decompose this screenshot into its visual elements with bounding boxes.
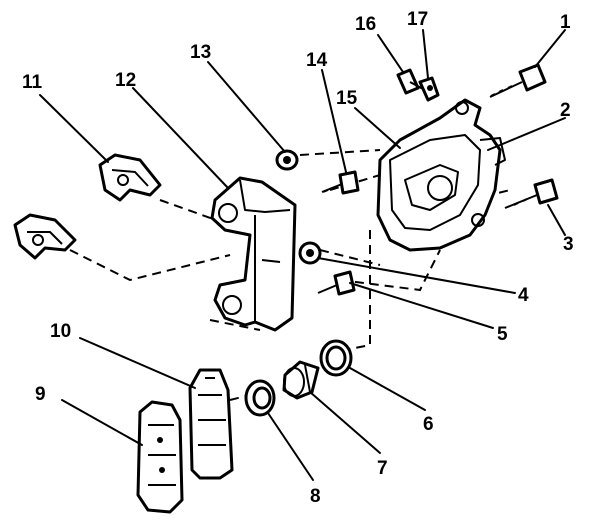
callout-14: 14 (306, 50, 328, 71)
callout-8: 8 (310, 486, 321, 507)
callout-7: 7 (377, 458, 388, 479)
bleeder-cap-17 (418, 76, 440, 102)
callout-4: 4 (518, 285, 529, 306)
inboard-brake-pad-10 (188, 368, 234, 480)
callout-12: 12 (115, 70, 136, 91)
outboard-brake-pad-9 (136, 400, 184, 514)
callout-9: 9 (35, 384, 46, 405)
callout-2: 2 (560, 100, 571, 121)
piston-seal-6 (319, 339, 353, 377)
caliper-bolt-1 (489, 63, 547, 98)
caliper-housing (376, 98, 506, 252)
caliper-bracket (210, 176, 297, 332)
leader-lines (39, 29, 566, 481)
callout-6: 6 (423, 414, 434, 435)
piston-boot-8 (244, 379, 276, 417)
caliper-piston-7 (282, 360, 320, 400)
callout-labels: 1 2 3 4 5 6 7 8 9 10 11 12 13 14 15 16 1… (22, 9, 574, 507)
callout-10: 10 (50, 321, 71, 342)
bracket-washer-13 (275, 149, 299, 171)
bracket-bolt-5 (317, 270, 356, 296)
lower-pad-spring-clip (13, 213, 77, 260)
bracket-bolt-14 (321, 170, 360, 195)
callout-1: 1 (560, 12, 571, 33)
callout-5: 5 (497, 324, 508, 345)
callout-16: 16 (355, 14, 376, 35)
guide-pin-boot-4 (298, 241, 322, 265)
callout-11: 11 (22, 72, 43, 93)
callout-13: 13 (190, 42, 211, 63)
callout-3: 3 (563, 234, 574, 255)
callout-15: 15 (336, 88, 358, 109)
caliper-bolt-3 (504, 178, 559, 209)
upper-pad-spring-clip (98, 153, 162, 202)
callout-17: 17 (407, 9, 428, 30)
